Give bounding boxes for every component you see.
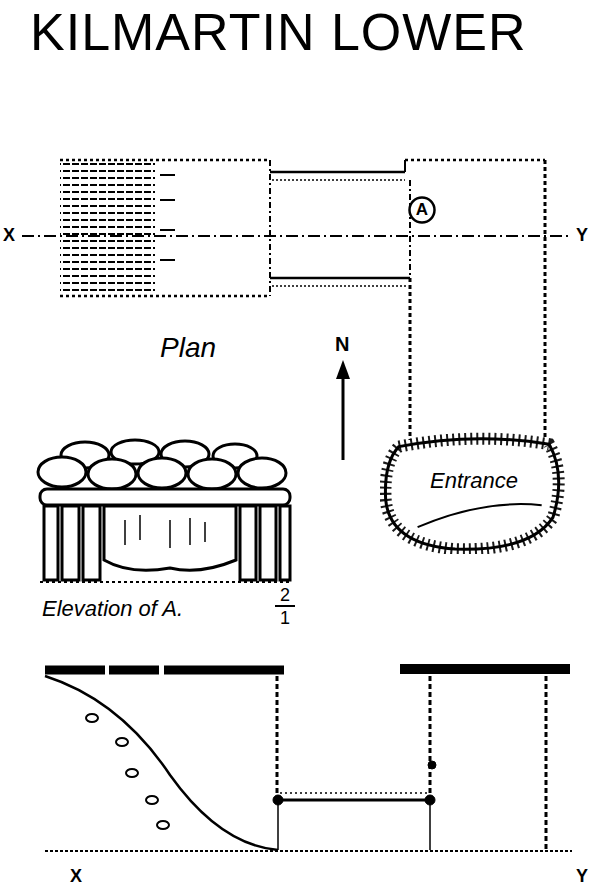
north-arrow (336, 360, 350, 460)
section-letter: Y (576, 866, 588, 887)
section-letter: X (70, 866, 82, 887)
scale-number: 1 (280, 608, 290, 629)
scale-number: 2 (280, 585, 290, 606)
north-letter: N (335, 333, 349, 356)
elevation-drawing (38, 440, 295, 606)
section-letter: X (3, 225, 15, 246)
section-letter: Y (576, 225, 588, 246)
marker-circle: A (408, 196, 436, 224)
node-text: Entrance (430, 468, 518, 494)
view-label: Plan (160, 332, 216, 364)
section-drawing (45, 669, 572, 851)
node-text: A (416, 200, 428, 220)
title: KILMARTIN LOWER (30, 4, 527, 61)
plan-outline (22, 160, 568, 440)
entrance-pit: Entrance (380, 432, 568, 554)
view-label: Elevation of A. (42, 596, 183, 622)
